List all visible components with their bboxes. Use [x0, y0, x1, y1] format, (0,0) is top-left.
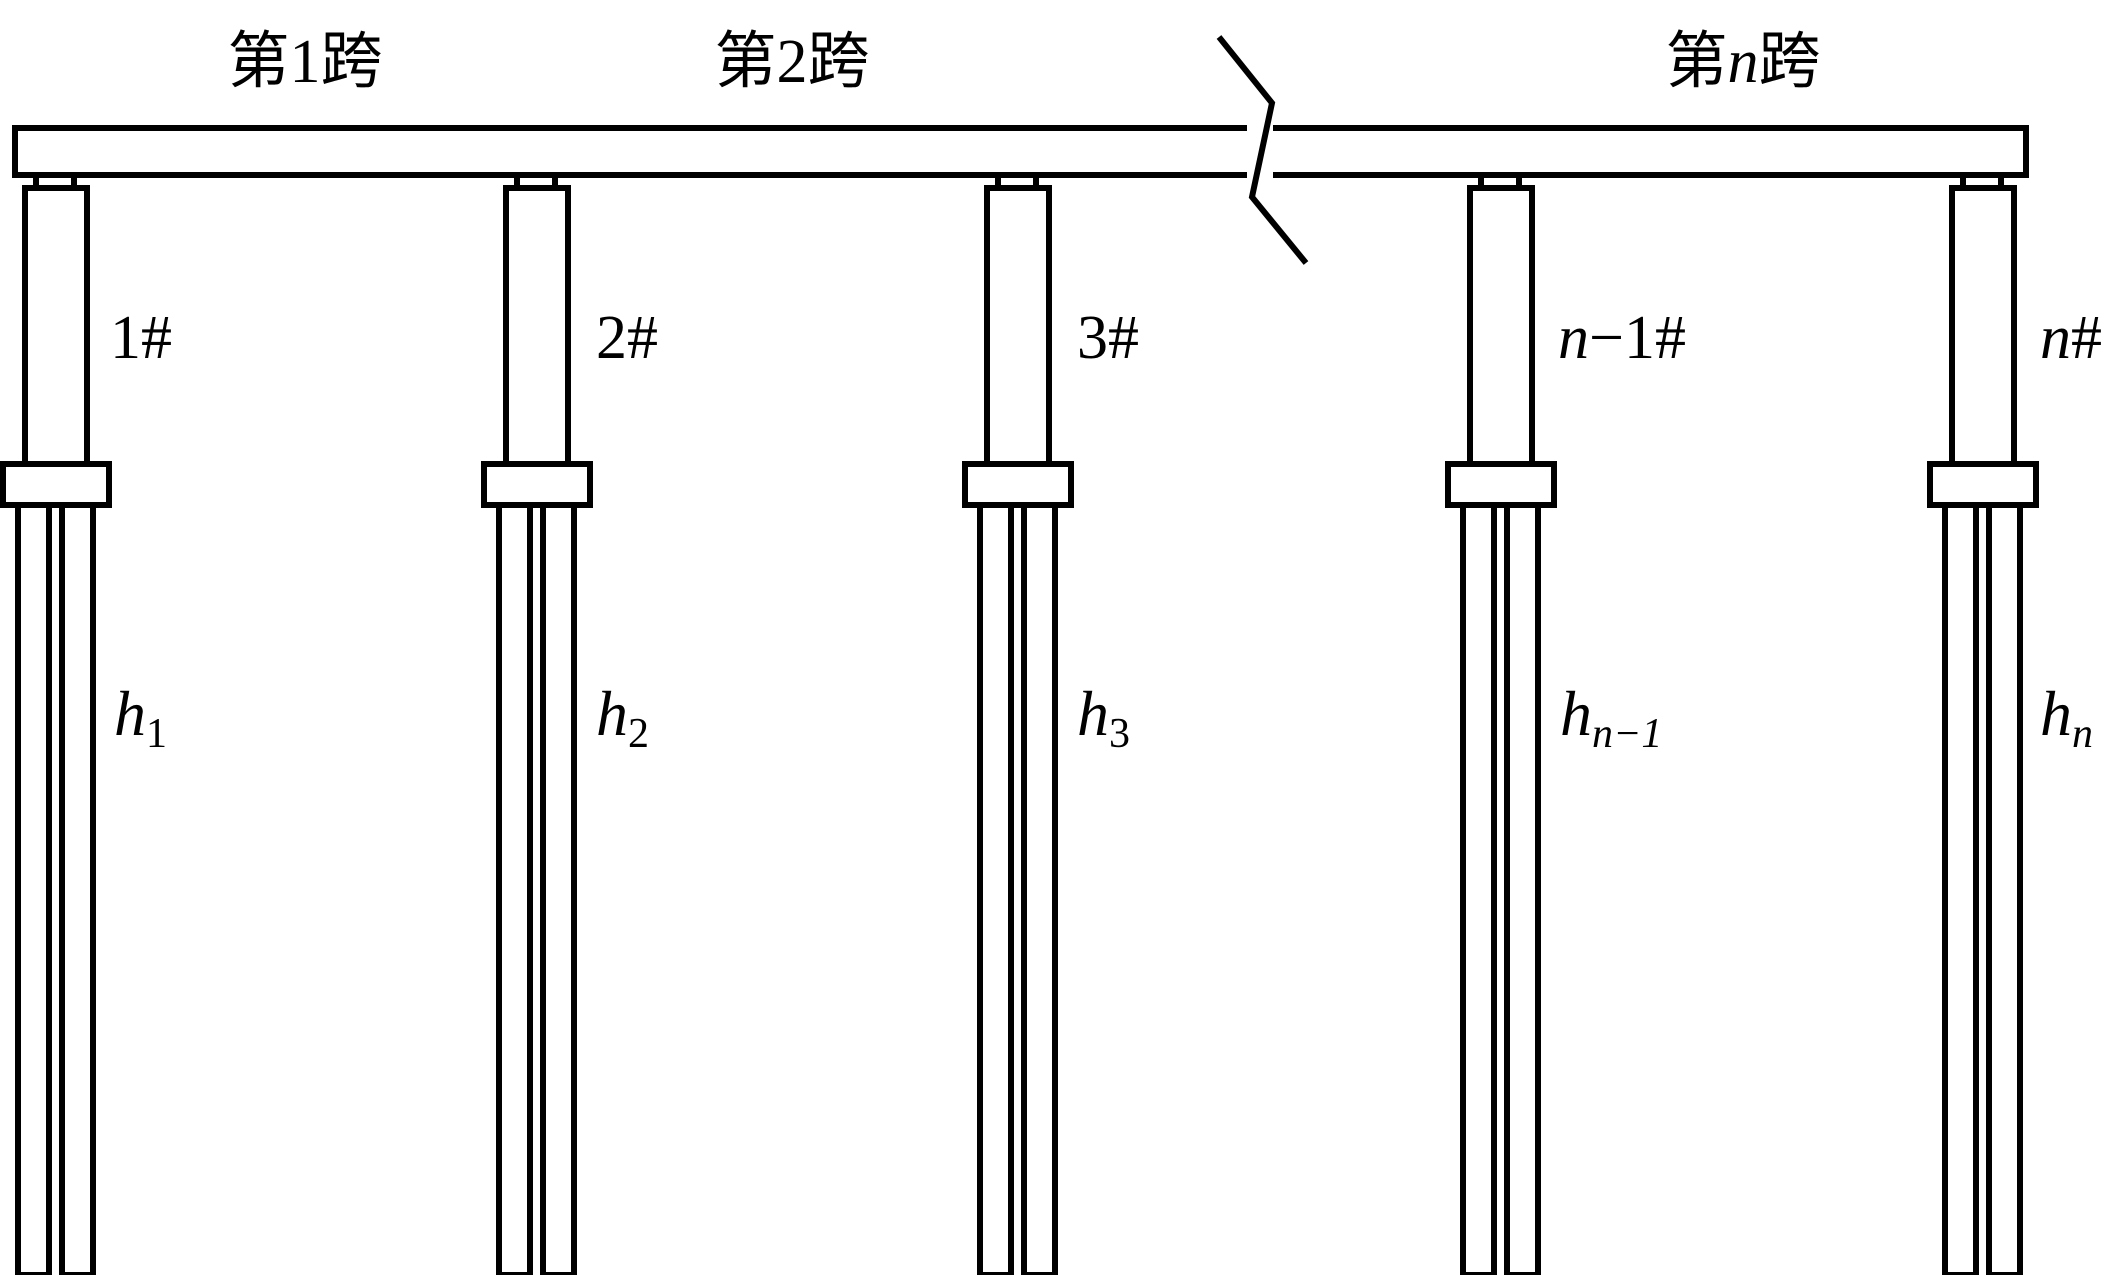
break-line: [1216, 35, 1309, 265]
deck-right-segment: [1273, 125, 2029, 178]
pier-column: [984, 185, 1052, 467]
pier-column: [1949, 185, 2017, 467]
height-symbol: h: [1077, 678, 1109, 749]
pier-label: 3#: [1077, 304, 1139, 372]
pile: [1986, 502, 2023, 1275]
pier-label: n#: [2040, 304, 2102, 372]
span-label-1: 第1跨: [227, 24, 382, 97]
pier-label-text: 2#: [596, 304, 658, 372]
pier-1: 1# h1: [0, 176, 172, 1275]
pile: [1942, 502, 1979, 1275]
height-symbol: h: [2040, 678, 2072, 749]
pier-label-italic: n: [1558, 304, 1589, 372]
span-prefix: 第: [714, 24, 776, 97]
span-prefix: 第: [1665, 24, 1727, 97]
span-number: 2: [777, 28, 808, 96]
deck-left-segment: [12, 125, 1247, 178]
height-subscript: n−1: [1592, 711, 1662, 757]
pier-height-label: hn: [2040, 678, 2093, 757]
height-subscript: 3: [1109, 711, 1130, 757]
height-symbol: h: [596, 678, 628, 749]
span-suffix: 跨: [321, 24, 383, 97]
pier-3: 3# h3: [962, 176, 1139, 1275]
pile: [540, 502, 577, 1275]
span-number: 1: [290, 28, 321, 96]
pier-height-label: hn−1: [1560, 678, 1662, 757]
pier-column: [22, 185, 90, 467]
pile: [1021, 502, 1058, 1275]
pile: [15, 502, 52, 1275]
pile-cap: [481, 461, 593, 508]
pile-cap: [1927, 461, 2039, 508]
height-subscript: 1: [146, 711, 167, 757]
deck: [12, 35, 2029, 265]
pile: [496, 502, 533, 1275]
pier-label-text: #: [2071, 304, 2102, 372]
span-suffix: 跨: [808, 24, 870, 97]
pier-height-label: h3: [1077, 678, 1130, 757]
pier-column: [503, 185, 571, 467]
span-label-3: 第n跨: [1665, 24, 1820, 97]
pier-height-label: h2: [596, 678, 649, 757]
span-label-2: 第2跨: [714, 24, 869, 97]
height-symbol: h: [1560, 678, 1592, 749]
pile: [1504, 502, 1541, 1275]
height-subscript: n: [2072, 711, 2093, 757]
pier-label: 1#: [110, 304, 172, 372]
pier-label-text: −1#: [1589, 304, 1686, 372]
height-subscript: 2: [628, 711, 649, 757]
pile-cap: [962, 461, 1074, 508]
pier-label-text: 3#: [1077, 304, 1139, 372]
pier-height-label: h1: [114, 678, 167, 757]
span-prefix: 第: [227, 24, 289, 97]
span-number: n: [1728, 28, 1759, 96]
pier-label-text: 1#: [110, 304, 172, 372]
pile: [977, 502, 1014, 1275]
pile-cap: [0, 461, 112, 508]
pier-label: 2#: [596, 304, 658, 372]
pier-label: n−1#: [1558, 304, 1686, 372]
pile-cap: [1445, 461, 1557, 508]
pier-4: n−1# hn−1: [1445, 176, 1686, 1275]
pile: [59, 502, 96, 1275]
height-symbol: h: [114, 678, 146, 749]
span-suffix: 跨: [1759, 24, 1821, 97]
pier-column: [1467, 185, 1535, 467]
pier-5: n#hn: [1927, 176, 2102, 1275]
pile: [1460, 502, 1497, 1275]
pier-label-italic: n: [2040, 304, 2071, 372]
pier-2: 2# h2: [481, 176, 658, 1275]
